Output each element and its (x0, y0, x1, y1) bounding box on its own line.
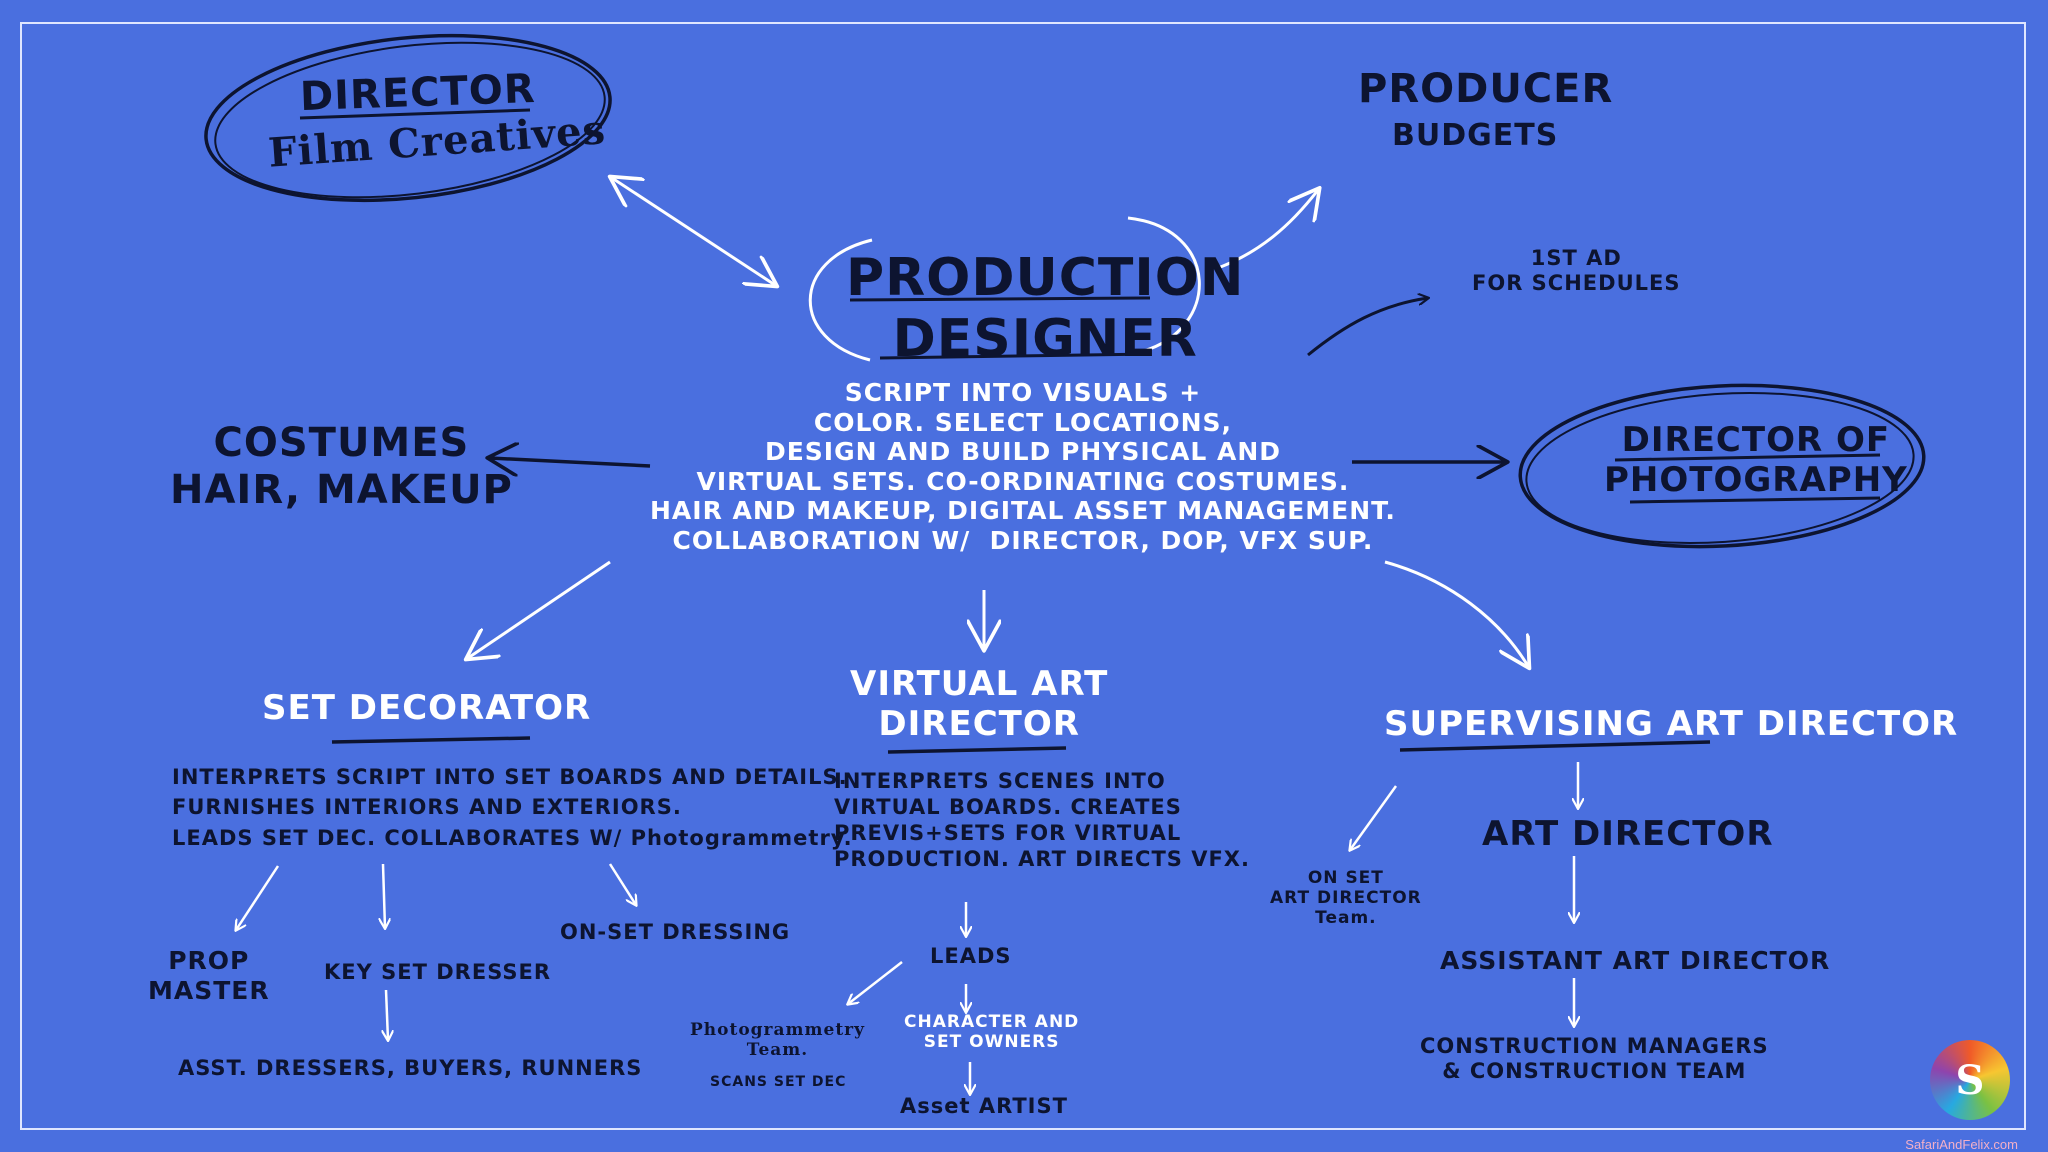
virtual-art-director-description: INTERPRETS SCENES INTO VIRTUAL BOARDS. C… (834, 769, 1250, 872)
producer-subtitle: BUDGETS (1392, 118, 1559, 153)
pd-bracket-left (808, 238, 873, 362)
director-ellipse (204, 33, 612, 203)
asst-dressers-buyers-runners: ASST. DRESSERS, BUYERS, RUNNERS (178, 1056, 643, 1080)
dop-underline-2 (1629, 496, 1881, 504)
prop-master: PROP MASTER (148, 946, 270, 1005)
construction-managers-team: CONSTRUCTION MANAGERS & CONSTRUCTION TEA… (1420, 1034, 1769, 1083)
key-set-dresser: KEY SET DRESSER (324, 960, 552, 984)
assistant-art-director: ASSISTANT ART DIRECTOR (1440, 946, 1831, 975)
arrow-pd-director (612, 178, 775, 285)
pd-underline-2 (879, 352, 1151, 360)
arrow-pd-set-decorator (468, 560, 611, 658)
leads: LEADS (930, 944, 1012, 968)
director-underline (299, 108, 531, 120)
virtual-art-director-title: VIRTUAL ART DIRECTOR (850, 664, 1109, 745)
production-designer-title: PRODUCTION DESIGNER (846, 248, 1245, 370)
art-director: ART DIRECTOR (1482, 814, 1774, 854)
arrow-leads-photogrammetry (848, 961, 903, 1004)
producer-title: PRODUCER (1358, 66, 1614, 112)
arrow-pd-sad (1384, 560, 1528, 666)
set-decorator-underline (331, 736, 531, 744)
dop-underline (1614, 453, 1881, 462)
arrow-pd-producer (1217, 190, 1318, 270)
dop-ellipse (1518, 383, 1926, 549)
diagram-frame (20, 22, 2026, 1130)
character-and-set-owners: CHARACTER AND SET OWNERS (904, 1012, 1080, 1053)
photogrammetry-team: Photogrammetry Team. (690, 1020, 866, 1061)
dop-ellipse-2 (1525, 391, 1915, 545)
arrow-sad-onset-team (1350, 785, 1398, 850)
safari-and-felix-logo: S (1930, 1040, 2010, 1120)
production-designer-description: SCRIPT INTO VISUALS + COLOR. SELECT LOCA… (650, 378, 1396, 555)
set-decorator-title: SET DECORATOR (262, 688, 592, 728)
sad-underline (1399, 740, 1711, 752)
director-ellipse-2 (214, 41, 606, 199)
pd-underline (849, 296, 1151, 302)
arrow-pd-costumes (490, 458, 651, 466)
asset-artist: Asset ARTIST (900, 1094, 1068, 1118)
pd-bracket-right (1127, 216, 1201, 354)
arrow-key-asst (386, 989, 388, 1040)
arrow-sd-key (383, 863, 385, 928)
arrow-sd-onset (608, 863, 636, 905)
on-set-dressing: ON-SET DRESSING (560, 920, 791, 944)
scans-set-dec: SCANS SET DEC (710, 1074, 847, 1090)
director-of-photography: DIRECTOR OF PHOTOGRAPHY (1604, 420, 1908, 501)
arrow-pd-first-ad (1307, 298, 1428, 357)
credit-url[interactable]: SafariAndFelix.com (1905, 1137, 2018, 1152)
first-ad: 1ST AD FOR SCHEDULES (1472, 246, 1681, 295)
set-decorator-description: INTERPRETS SCRIPT INTO SET BOARDS AND DE… (172, 765, 853, 850)
arrow-sd-prop (236, 865, 280, 930)
vad-underline (887, 746, 1067, 754)
supervising-art-director-title: SUPERVISING ART DIRECTOR (1384, 704, 1959, 744)
costumes-hair-makeup: COSTUMES HAIR, MAKEUP (170, 420, 513, 514)
on-set-art-director-team: ON SET ART DIRECTOR Team. (1270, 868, 1422, 929)
